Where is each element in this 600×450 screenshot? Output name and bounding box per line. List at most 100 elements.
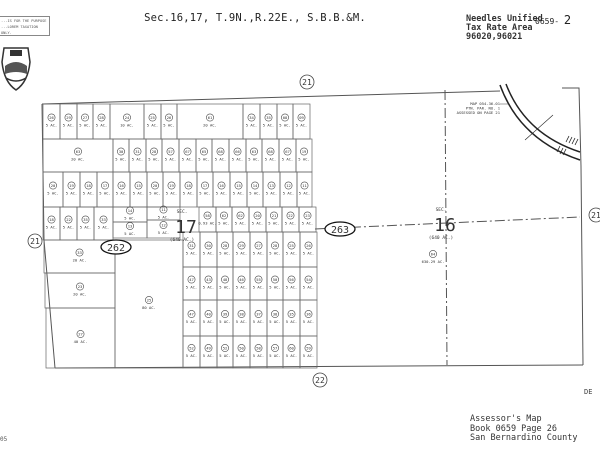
parcel[interactable]: 305 AC.: [199, 231, 218, 268]
parcel[interactable]: 505 AC.: [232, 335, 251, 369]
parcel[interactable]: 355 AC.: [282, 299, 301, 337]
parcel[interactable]: 195 AC.: [62, 171, 81, 208]
parcel[interactable]: 265 AC.: [299, 231, 318, 268]
parcel[interactable]: 385 AC.: [232, 299, 251, 337]
parcel[interactable]: 505 AC.: [266, 266, 284, 301]
parcel[interactable]: 685 AC.: [261, 138, 280, 173]
parcel[interactable]: 285 AC.: [216, 231, 234, 268]
parcel[interactable]: 585 AC.: [249, 335, 268, 369]
parcel[interactable]: 125 AC.: [279, 171, 298, 208]
parcel[interactable]: 475 AC.: [182, 299, 201, 337]
parcel[interactable]: 365 AC.: [299, 299, 318, 337]
parcel[interactable]: 395 AC.: [216, 299, 234, 337]
parcel[interactable]: 385 AC.: [266, 299, 284, 337]
parcel[interactable]: 495 AC.: [199, 335, 218, 369]
parcel[interactable]: 165 AC.: [112, 171, 131, 208]
parcel[interactable]: 545 AC.: [299, 266, 318, 301]
parcel[interactable]: 265 AC.: [160, 103, 178, 140]
parcel[interactable]: 185 AC.: [42, 206, 61, 241]
parcel[interactable]: 345 AC.: [242, 103, 261, 140]
parcel[interactable]: 295 AC.: [232, 231, 251, 268]
parcel[interactable]: 205 AC.: [146, 171, 164, 208]
parcel[interactable]: 185 AC.: [79, 171, 98, 208]
parcel[interactable]: 635 AC.: [245, 138, 263, 173]
parcel[interactable]: 255 AC.: [143, 103, 162, 140]
parcel[interactable]: 685 AC.: [211, 138, 230, 173]
parcel-acreage: 5 AC.: [219, 353, 230, 358]
parcel[interactable]: 285 AC.: [145, 138, 163, 173]
parcel[interactable]: 125 AC.: [146, 219, 181, 239]
parcel[interactable]: 375 AC.: [249, 299, 268, 337]
parcel[interactable]: 675 AC.: [178, 138, 197, 173]
parcel-acreage: 5 AC.: [298, 157, 309, 162]
parcel[interactable]: 405 AC.: [199, 299, 218, 337]
parcel[interactable]: 485 AC.: [216, 266, 234, 301]
parcel[interactable]: 575 AC.: [161, 138, 180, 173]
parcel[interactable]: 565 AC.: [282, 266, 301, 301]
parcel[interactable]: 525 AC.: [182, 335, 201, 369]
page-reference-oval[interactable]: 263: [324, 221, 356, 237]
parcel[interactable]: 095 AC.: [292, 103, 311, 140]
parcel[interactable]: 655 AC.: [195, 138, 213, 173]
parcel[interactable]: 355 AC.: [259, 103, 278, 140]
parcel-acreage: 5 AC.: [63, 123, 74, 128]
parcel[interactable]: 475 AC.: [182, 266, 201, 301]
parcel[interactable]: 665 AC.: [228, 138, 247, 173]
parcel[interactable]: 115 AC.: [296, 171, 313, 208]
parcel[interactable]: 145 AC.: [112, 206, 148, 223]
parcel[interactable]: 195 AC.: [162, 171, 181, 208]
parcel[interactable]: 175 AC.: [96, 171, 114, 208]
parcel[interactable]: 295 AC.: [59, 103, 78, 140]
parcel-acreage: 5 AC.: [46, 123, 57, 128]
parcel[interactable]: 265 AC.: [42, 103, 61, 140]
tax-rate-label: Tax Rate Area: [466, 23, 533, 33]
page-ref: 0659-: [535, 17, 560, 26]
parcel[interactable]: 085 AC.: [276, 103, 294, 140]
parcel[interactable]: 575 AC.: [266, 335, 284, 369]
parcel[interactable]: 235 AC.: [298, 206, 317, 233]
parcel[interactable]: 135 AC.: [112, 221, 148, 239]
parcel[interactable]: 355 AC.: [76, 206, 95, 241]
parcel[interactable]: 145 AC.: [246, 171, 264, 208]
parcel[interactable]: 225 AC.: [281, 206, 300, 233]
parcel[interactable]: 335 AC.: [93, 206, 114, 241]
parcel[interactable]: 155 AC.: [129, 171, 148, 208]
parcel[interactable]: 175 AC.: [196, 171, 214, 208]
parcel[interactable]: 285 AC.: [266, 231, 284, 268]
parcel[interactable]: 155 AC.: [229, 171, 248, 208]
svg-text:262: 262: [107, 243, 125, 254]
parcel[interactable]: 285 AC.: [92, 103, 111, 140]
parcel[interactable]: 195 AC.: [295, 138, 313, 173]
parcel[interactable]: 675 AC.: [278, 138, 297, 173]
parcel[interactable]: 205 AC.: [248, 206, 267, 233]
parcel[interactable]: 255 AC.: [282, 231, 301, 268]
parcel[interactable]: 595 AC.: [299, 335, 318, 369]
parcel[interactable]: 605 AC.: [282, 335, 301, 369]
parcel[interactable]: 625 AC.: [231, 206, 250, 233]
parcel-number-circle: [67, 181, 76, 190]
parcel[interactable]: 215 AC.: [265, 206, 283, 233]
parcel[interactable]: 435 AC.: [199, 266, 218, 301]
parcel[interactable]: 185 AC.: [179, 171, 198, 208]
parcel[interactable]: 275 AC.: [76, 103, 94, 140]
parcel[interactable]: 580.93 AC.: [198, 206, 217, 233]
parcel[interactable]: 305 AC.: [112, 138, 130, 173]
parcel[interactable]: 315 AC.: [128, 138, 147, 173]
page-reference-oval[interactable]: 262: [100, 239, 132, 255]
parcel[interactable]: 165 AC.: [212, 171, 231, 208]
parcel[interactable]: 275 AC.: [249, 231, 268, 268]
parcel[interactable]: 465 AC.: [232, 266, 251, 301]
parcel[interactable]: 135 AC.: [262, 171, 281, 208]
parcel[interactable]: 525 AC.: [216, 335, 234, 369]
parcel[interactable]: 625 AC.: [215, 206, 233, 233]
parcel[interactable]: 225 AC.: [59, 206, 78, 241]
parcel[interactable]: 205 AC.: [42, 171, 64, 208]
parcel[interactable]: 555 AC.: [249, 266, 268, 301]
